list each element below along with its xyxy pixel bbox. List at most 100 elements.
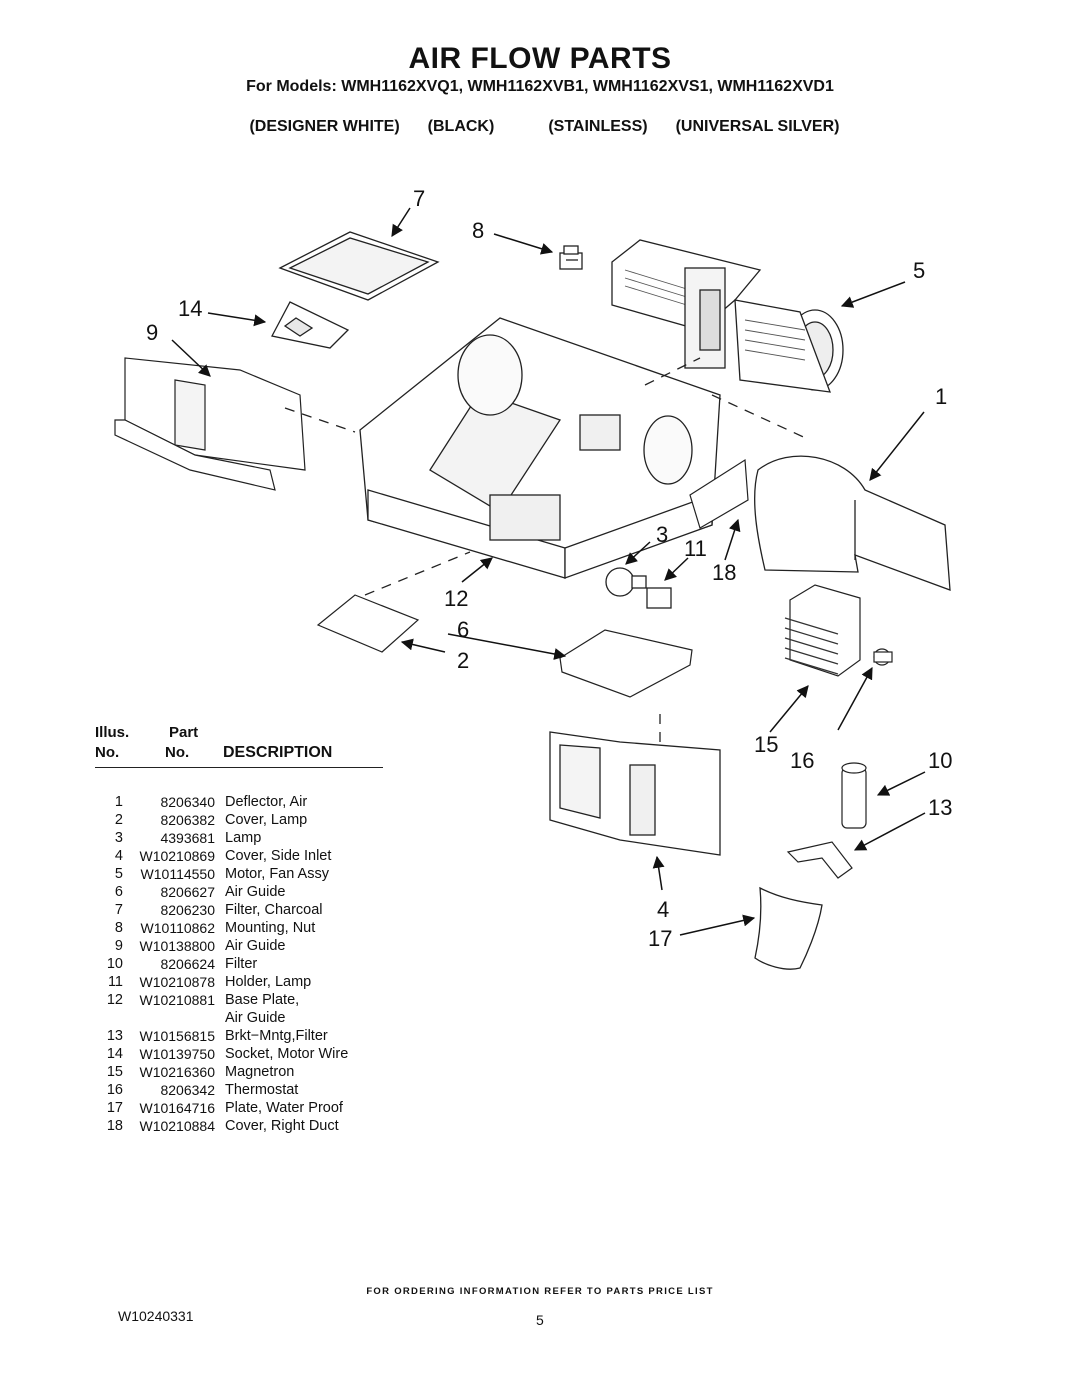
- header-rule: [95, 767, 383, 768]
- document-number: W10240331: [118, 1308, 194, 1324]
- table-row: 4 W10210869 Cover, Side Inlet: [95, 847, 348, 865]
- illus-number: 7: [114, 902, 123, 918]
- table-row: 2 8206382 Cover, Lamp: [95, 811, 348, 829]
- callout-8: 8: [472, 218, 484, 243]
- illus-number: 12: [106, 992, 123, 1008]
- part-number: W10139750: [139, 1046, 215, 1062]
- header-illus-no: No.: [95, 744, 120, 761]
- header-description: DESCRIPTION: [223, 744, 333, 761]
- header-illus: Illus.: [95, 724, 130, 741]
- callout-1: 1: [935, 384, 947, 409]
- callout-3: 3: [656, 522, 668, 547]
- part-description: Brkt−Mntg,Filter: [225, 1028, 328, 1044]
- part-description: Air Guide: [225, 884, 286, 900]
- part-number: W10210869: [139, 848, 215, 864]
- part-number: 8206340: [160, 794, 215, 810]
- part-number: [129, 1009, 225, 1027]
- charcoal-filter-drawing: [278, 231, 440, 301]
- table-row: 14 W10139750 Socket, Motor Wire: [95, 1045, 348, 1063]
- illus-number: 9: [114, 938, 123, 954]
- header-part-no: No.: [165, 744, 190, 761]
- part-description: Motor, Fan Assy: [225, 866, 329, 882]
- table-row: 10 8206624 Filter: [95, 955, 348, 973]
- part-description: Thermostat: [225, 1082, 299, 1098]
- part-number: W10210881: [139, 992, 215, 1008]
- part-description: Plate, Water Proof: [225, 1100, 343, 1116]
- illus-number: 10: [106, 956, 123, 972]
- table-row: Air Guide: [95, 1009, 348, 1027]
- part-number: 8206382: [160, 812, 215, 828]
- air-deflector-drawing: [754, 455, 951, 591]
- part-number: W10210884: [139, 1118, 215, 1134]
- side-inlet-cover-drawing: [549, 731, 721, 856]
- illus-number: 4: [114, 848, 123, 864]
- callout-13: 13: [928, 795, 952, 820]
- part-description: Socket, Motor Wire: [225, 1046, 349, 1062]
- part-number: W10138800: [139, 938, 215, 954]
- callout-9: 9: [146, 320, 158, 345]
- side-filter-panel-drawing: [689, 458, 749, 529]
- illus-number: [95, 1009, 129, 1027]
- callout-4: 4: [657, 897, 669, 922]
- header-part: Part: [169, 724, 199, 741]
- part-description: Air Guide: [225, 1010, 286, 1026]
- motor-socket-drawing: [271, 301, 350, 349]
- magnetron-drawing: [784, 584, 861, 677]
- base-frame-drawing: [359, 317, 721, 579]
- page-title: AIR FLOW PARTS: [408, 42, 672, 75]
- illus-number: 14: [106, 1046, 123, 1062]
- illus-number: 11: [107, 974, 123, 990]
- part-description: Holder, Lamp: [225, 974, 312, 990]
- table-row: 11 W10210878 Holder, Lamp: [95, 973, 348, 991]
- part-description: Cover, Side Inlet: [225, 848, 332, 864]
- illus-number: 3: [114, 830, 123, 846]
- lamp-cover-drawing: [559, 629, 693, 698]
- illus-number: 13: [106, 1028, 123, 1044]
- part-number: W10210878: [139, 974, 215, 990]
- part-number: W10114550: [140, 866, 215, 882]
- illus-number: 18: [106, 1118, 123, 1134]
- water-proof-plate-drawing: [754, 886, 823, 970]
- callout-11: 11: [684, 536, 707, 561]
- filter-cylinder-drawing: [841, 762, 867, 829]
- finish-stainless: (STAINLESS): [548, 118, 648, 135]
- part-number: W10216360: [139, 1064, 215, 1080]
- part-description: Cover, Lamp: [225, 812, 308, 828]
- part-description: Lamp: [225, 830, 262, 846]
- legend-header: Illus. No. Part No. DESCRIPTION: [95, 724, 383, 768]
- callout-7: 7: [413, 186, 425, 211]
- lamp-drawing: [605, 567, 672, 609]
- page-number: 5: [536, 1312, 544, 1328]
- exploded-parts-diagram: 7 8 5 14 9 1 3 11 18 12 6 2 15 16 10 13 …: [114, 186, 952, 970]
- illus-number: 2: [114, 812, 123, 828]
- callout-16: 16: [790, 748, 814, 773]
- models-line: For Models: WMH1162XVQ1, WMH1162XVB1, WM…: [246, 78, 834, 95]
- part-description: Filter: [225, 956, 258, 972]
- illus-number: 16: [106, 1082, 123, 1098]
- base-plate-drawing: [316, 594, 420, 653]
- fan-motor-drawing: [611, 239, 844, 393]
- part-number: 8206624: [160, 956, 215, 972]
- part-number: W10110862: [140, 920, 215, 936]
- illus-number: 5: [114, 866, 123, 882]
- air-guide-9-drawing: [114, 357, 306, 491]
- callout-6: 6: [457, 617, 469, 642]
- finish-black: (BLACK): [427, 118, 495, 135]
- callout-5: 5: [913, 258, 925, 283]
- table-row: 12 W10210881 Base Plate,: [95, 991, 348, 1009]
- illus-number: 17: [106, 1100, 123, 1116]
- part-description: Base Plate,: [225, 992, 300, 1008]
- callout-15: 15: [754, 732, 778, 757]
- part-number: 8206627: [160, 884, 215, 900]
- callout-14: 14: [178, 296, 202, 321]
- assembly-dashed-lines: [284, 357, 811, 742]
